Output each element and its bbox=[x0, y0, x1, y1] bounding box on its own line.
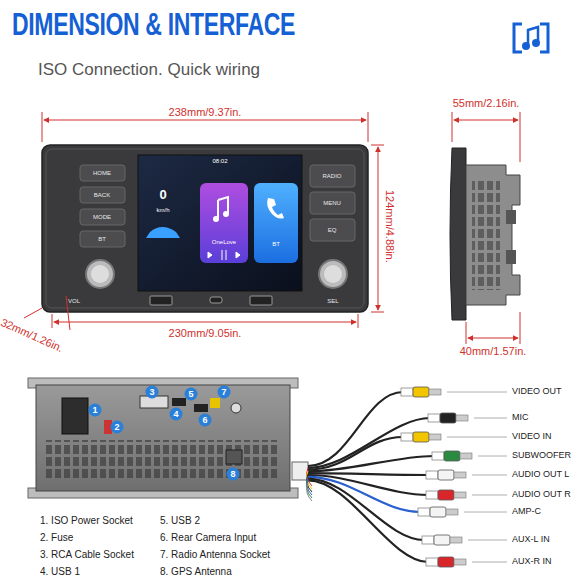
legend-item: 3. RCA Cable Socket bbox=[40, 549, 134, 561]
cable-part bbox=[434, 535, 450, 545]
cable-harness bbox=[307, 387, 507, 567]
screen-clock: 08:02 bbox=[212, 158, 227, 165]
cable-part bbox=[307, 483, 312, 501]
cable-part bbox=[308, 473, 428, 475]
cable-part bbox=[428, 414, 440, 422]
callout-number: 1 bbox=[89, 404, 102, 417]
cable-part bbox=[454, 559, 466, 565]
callout-number: 5 bbox=[185, 388, 198, 401]
dimension-lines-side bbox=[452, 112, 520, 344]
cable-label: AUX-L IN bbox=[512, 534, 550, 544]
cable-part bbox=[444, 451, 460, 461]
legend-item: 4. USB 1 bbox=[40, 566, 80, 578]
cable-label: AMP-C bbox=[512, 506, 541, 516]
cable-label: SUBWOOFER bbox=[512, 450, 571, 460]
callout-number: 6 bbox=[199, 414, 212, 427]
cable-part bbox=[308, 456, 434, 471]
button-label: HOME bbox=[93, 170, 111, 177]
cable-part bbox=[430, 507, 446, 517]
cable-part bbox=[426, 558, 438, 566]
legend-item: 1. ISO Power Socket bbox=[40, 515, 133, 527]
button-label: BT bbox=[98, 236, 106, 243]
cable-part bbox=[418, 508, 430, 516]
legend-item: 5. USB 2 bbox=[160, 515, 200, 527]
subtitle: ISO Connection. Quick wiring bbox=[38, 60, 260, 80]
knob-label: SEL bbox=[327, 298, 338, 305]
knob-label: VOL bbox=[68, 298, 80, 305]
legend-item: 6. Rear Camera Input bbox=[160, 532, 256, 544]
cable-part bbox=[401, 433, 413, 441]
cable-label: AUDIO OUT L bbox=[512, 469, 569, 479]
cable-part bbox=[454, 492, 466, 498]
cable-part bbox=[438, 470, 454, 480]
callout-number: 3 bbox=[146, 386, 159, 399]
cable-part bbox=[450, 537, 462, 543]
cable-part bbox=[308, 437, 403, 470]
dimension: 238mm/9.37in. bbox=[169, 106, 242, 119]
dimension: 40mm/1.57in. bbox=[460, 345, 527, 358]
button-label: MENU bbox=[323, 200, 341, 207]
screen-text: BT bbox=[272, 241, 280, 248]
cable-part bbox=[308, 480, 428, 562]
dimension-lines bbox=[24, 112, 384, 330]
cable-label: MIC bbox=[512, 412, 529, 422]
stereo-front bbox=[42, 145, 368, 312]
cable-part bbox=[454, 472, 466, 478]
cable-part bbox=[401, 388, 413, 396]
callout-number: 2 bbox=[111, 421, 124, 434]
cable-part bbox=[446, 509, 458, 515]
callout-number: 4 bbox=[170, 408, 183, 421]
cable-part bbox=[422, 536, 434, 544]
callout-number: 8 bbox=[227, 468, 240, 481]
interface-icon bbox=[514, 24, 548, 52]
cable-part bbox=[413, 432, 429, 442]
cable-part bbox=[429, 434, 441, 440]
dimension: 230mm/9.05in. bbox=[169, 327, 242, 340]
cable-part bbox=[432, 452, 444, 460]
screen-text: OneLove bbox=[212, 239, 236, 246]
button-label: BACK bbox=[94, 192, 110, 199]
cable-part bbox=[413, 387, 429, 397]
heading: DIMENSION & INTERFACE bbox=[12, 6, 295, 43]
cable-part bbox=[460, 453, 472, 459]
legend-item: 8. GPS Antenna bbox=[160, 566, 232, 578]
cable-part bbox=[474, 418, 507, 419]
cable-part bbox=[447, 392, 507, 393]
cable-label: AUX-R IN bbox=[512, 556, 552, 566]
stereo-back bbox=[28, 378, 308, 498]
cable-part bbox=[468, 540, 507, 541]
speed-unit: km/h bbox=[156, 207, 169, 214]
legend-item: 7. Radio Antenna Socket bbox=[160, 549, 270, 561]
cable-part bbox=[438, 557, 454, 567]
cable-part bbox=[472, 495, 507, 496]
stereo-side bbox=[450, 148, 520, 320]
cable-part bbox=[438, 490, 454, 500]
callout-number: 7 bbox=[218, 386, 231, 399]
cable-part bbox=[472, 475, 507, 476]
cable-part bbox=[447, 437, 507, 438]
cable-part bbox=[308, 418, 430, 468]
speed-value: 0 bbox=[159, 188, 166, 203]
button-label: MODE bbox=[93, 214, 111, 221]
cable-part bbox=[426, 491, 438, 499]
legend-item: 2. Fuse bbox=[40, 532, 73, 544]
cable-label: VIDEO OUT bbox=[512, 386, 562, 396]
cable-part bbox=[426, 471, 438, 479]
cable-part bbox=[464, 512, 507, 513]
cable-part bbox=[440, 413, 456, 423]
dimension: 124mm/4.88in. bbox=[383, 190, 396, 263]
cable-part bbox=[478, 456, 507, 457]
button-label: EQ bbox=[328, 227, 337, 234]
cable-part bbox=[308, 479, 424, 540]
cable-part bbox=[429, 389, 441, 395]
dimension: 55mm/2.16in. bbox=[453, 97, 520, 110]
cable-label: VIDEO IN bbox=[512, 431, 552, 441]
button-label: RADIO bbox=[322, 173, 341, 180]
cable-part bbox=[472, 562, 507, 563]
cable-part bbox=[456, 415, 468, 421]
cable-label: AUDIO OUT R bbox=[512, 489, 571, 499]
